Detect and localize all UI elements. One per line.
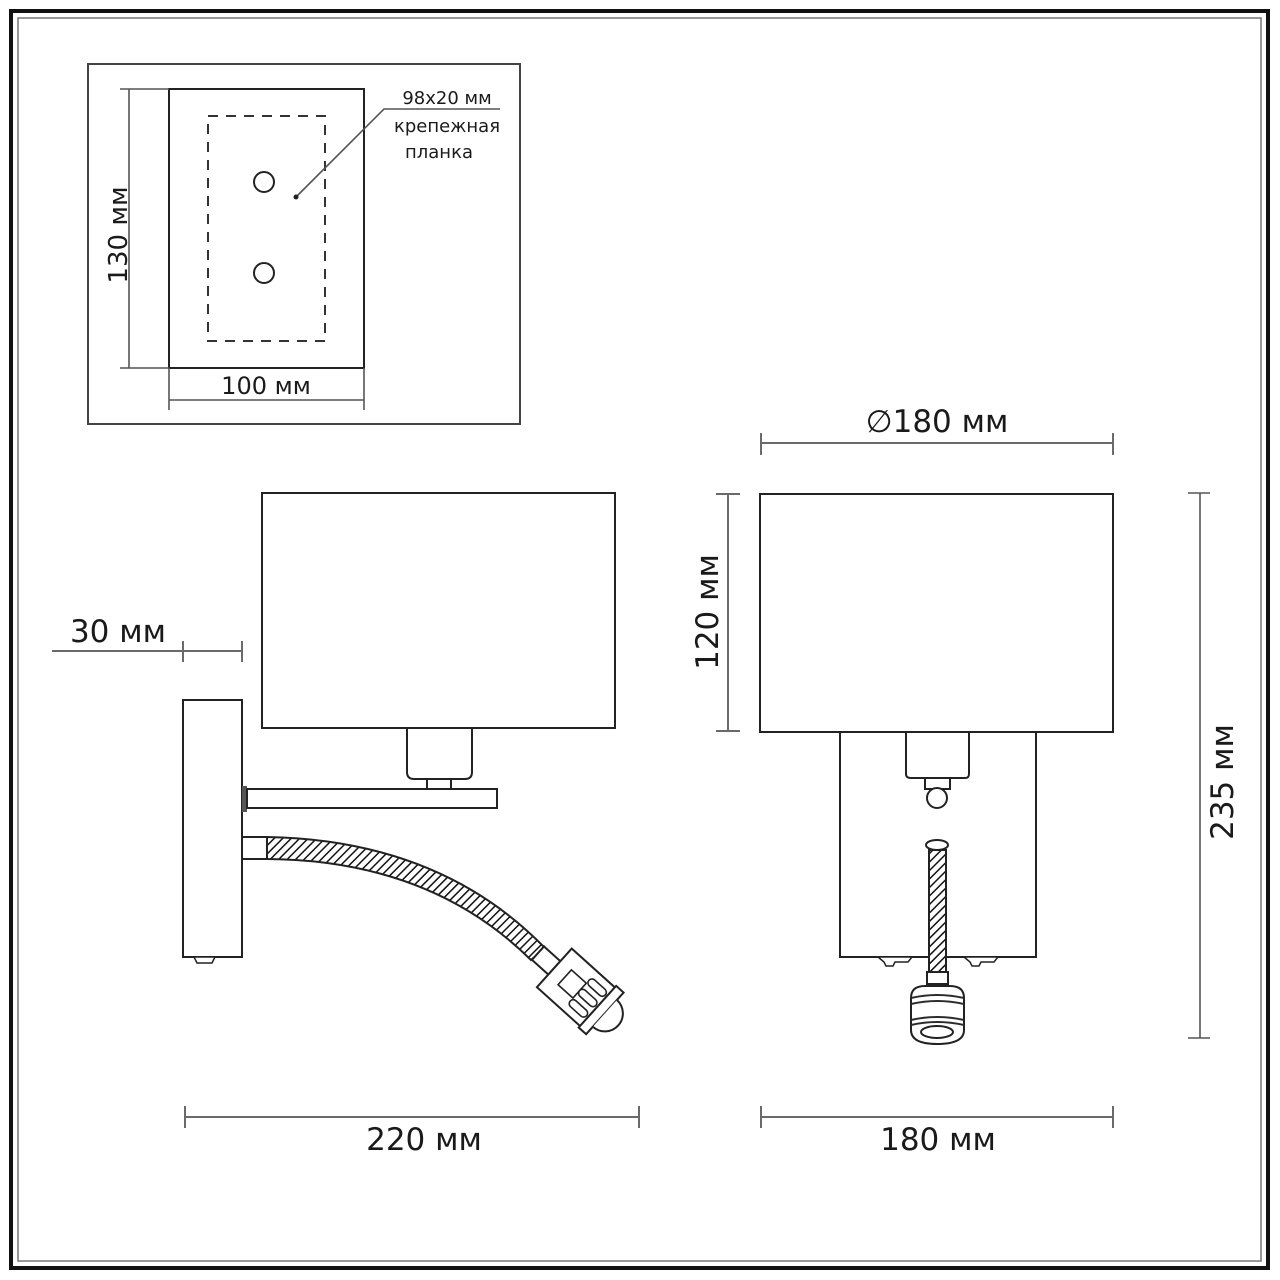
diameter-dimension-180: ∅180 мм: [760, 404, 1114, 455]
front-view: ∅180 мм 120 мм: [690, 404, 1241, 1158]
wall-base-side: [182, 699, 243, 958]
leader-dot: [293, 194, 299, 200]
reading-head-front: [910, 985, 965, 1046]
screw-hole-icon: [253, 171, 275, 193]
screw-hole-icon: [253, 262, 275, 284]
arm-collar: [242, 786, 247, 812]
base-screw-front-left: [875, 956, 914, 967]
socket-front: [905, 731, 970, 779]
gooseneck-hose: [266, 835, 547, 962]
plate-label-line1: крепежная: [394, 116, 500, 137]
arm-bar-side: [246, 788, 498, 809]
width-dimension-180: 180 мм: [760, 1106, 1114, 1158]
lamp-shade-side: [261, 492, 616, 729]
shade-height-label: 120 мм: [690, 554, 726, 670]
total-width-label: 220 мм: [366, 1122, 482, 1158]
base-screw-side: [192, 956, 217, 964]
mounting-bar-dashed: [207, 115, 326, 342]
head-lens: [592, 999, 624, 1033]
gooseneck-front: [928, 849, 947, 973]
shade-height-dimension-120: 120 мм: [690, 493, 740, 732]
drawing-frame: [9, 9, 1270, 1270]
projection-dimension-30: 30 мм: [52, 614, 243, 662]
total-height-dimension-235: 235 мм: [1188, 492, 1241, 1039]
gooseneck-collar: [241, 836, 268, 860]
width-dimension-100: 100 мм: [168, 368, 365, 410]
plate-label-line2: планка: [405, 142, 473, 163]
mounting-plate-inset: 98x20 мм крепежная планка 130 мм 100 мм: [87, 63, 521, 425]
plate-size-label: 98x20 мм: [402, 88, 491, 109]
height-label: 130 мм: [104, 186, 134, 283]
projection-label: 30 мм: [70, 614, 166, 650]
socket-side: [406, 727, 473, 780]
reading-light-head: [530, 945, 626, 1036]
leader-line: [295, 108, 500, 198]
total-width-dimension-220: 220 мм: [184, 1106, 640, 1158]
height-dimension-130: 130 мм: [104, 88, 169, 369]
total-height-label: 235 мм: [1205, 724, 1241, 840]
width-label: 100 мм: [221, 372, 311, 400]
side-view: 30 мм 220 мм: [52, 492, 640, 1158]
width-label-front: 180 мм: [880, 1122, 996, 1158]
base-plate-outline: [168, 88, 365, 369]
lamp-shade-front: [759, 493, 1114, 733]
diameter-label: ∅180 мм: [866, 404, 1009, 440]
socket-bulb-front: [926, 787, 948, 809]
gooseneck-top-cap: [925, 839, 949, 851]
base-screw-front-right: [961, 956, 1000, 967]
